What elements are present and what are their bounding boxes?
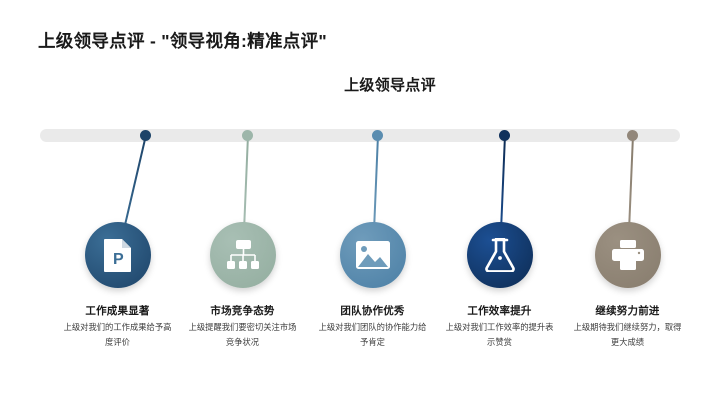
page-title: 上级领导点评 - "领导视角:精准点评" xyxy=(38,31,327,51)
org-chart-icon xyxy=(226,240,260,270)
timeline-item-heading: 市场竞争态势 xyxy=(210,305,275,317)
timeline-item-heading: 团队协作优秀 xyxy=(340,305,405,317)
timeline-item[interactable]: P 工作成果显著上级对我们的工作成果给予高度评价 xyxy=(55,0,180,404)
svg-text:P: P xyxy=(113,251,124,268)
timeline-item-heading: 继续努力前进 xyxy=(595,305,660,317)
timeline-item[interactable]: 市场竞争态势上级提醒我们要密切关注市场竞争状况 xyxy=(180,0,305,404)
timeline-icon-bubble[interactable] xyxy=(209,222,276,288)
timeline-item-description: 上级对我们的工作成果给予高度评价 xyxy=(63,322,172,347)
timeline-connector xyxy=(120,134,147,237)
flask-icon xyxy=(484,238,515,272)
timeline-item-description: 上级期待我们继续努力，取得更大成绩 xyxy=(573,322,682,347)
timeline-icon-bubble[interactable]: P xyxy=(84,222,151,288)
file-presentation-icon: P xyxy=(103,238,133,272)
timeline-icon-bubble[interactable] xyxy=(594,222,661,288)
timeline-connector xyxy=(372,134,379,237)
timeline-rail xyxy=(40,129,680,142)
timeline-connector xyxy=(627,134,634,237)
printer-icon xyxy=(611,240,644,270)
timeline-node-dot[interactable] xyxy=(242,130,253,141)
timeline-node-dot[interactable] xyxy=(140,130,151,141)
page-subtitle: 上级领导点评 xyxy=(344,77,436,94)
timeline-node-dot[interactable] xyxy=(627,130,638,141)
timeline-connector xyxy=(499,134,506,237)
timeline-connector xyxy=(242,134,249,237)
timeline-item[interactable]: 团队协作优秀上级对我们团队的协作能力给予肯定 xyxy=(310,0,435,404)
timeline-item[interactable]: 工作效率提升上级对我们工作效率的提升表示赞赏 xyxy=(437,0,562,404)
timeline-item[interactable]: 继续努力前进上级期待我们继续努力，取得更大成绩 xyxy=(565,0,690,404)
timeline-item-description: 上级对我们工作效率的提升表示赞赏 xyxy=(445,322,554,347)
timeline-item-description: 上级对我们团队的协作能力给予肯定 xyxy=(318,322,427,347)
timeline-icon-bubble[interactable] xyxy=(466,222,533,288)
timeline-node-dot[interactable] xyxy=(372,130,383,141)
timeline-item-heading: 工作效率提升 xyxy=(467,305,532,317)
timeline-node-dot[interactable] xyxy=(499,130,510,141)
timeline-icon-bubble[interactable] xyxy=(339,222,406,288)
image-picture-icon xyxy=(355,241,390,269)
timeline-item-description: 上级提醒我们要密切关注市场竞争状况 xyxy=(188,322,297,347)
timeline-item-heading: 工作成果显著 xyxy=(85,305,150,317)
